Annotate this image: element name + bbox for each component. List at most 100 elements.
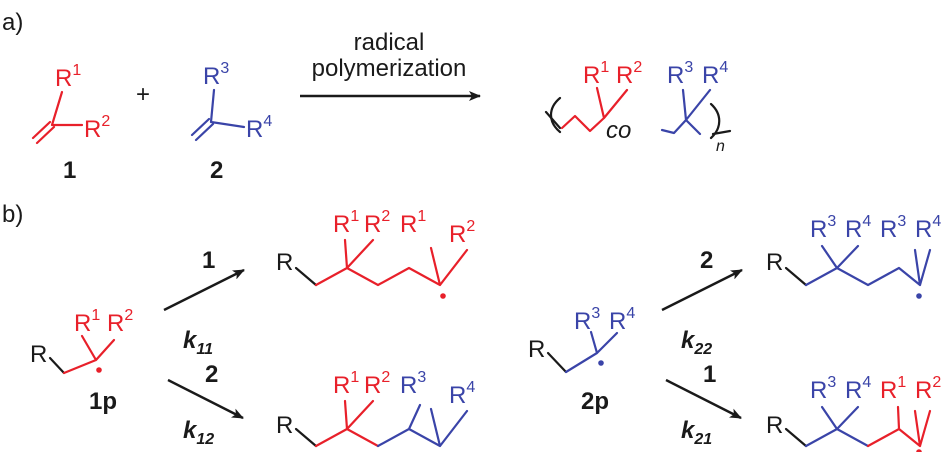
product-21-red-bonds — [866, 405, 932, 448]
product-12-label-2: R2 — [364, 369, 390, 399]
arrow-k12-line — [167, 378, 244, 420]
arrow-k12-monomer: 2 — [205, 361, 218, 388]
arrow-k11-line — [163, 268, 245, 312]
arrow-k21-rate: k21 — [681, 417, 712, 448]
product-22: R R3 R4 R3 R4 — [766, 213, 941, 299]
radical-1p: R R1 R2 1p — [30, 307, 133, 415]
monomer-1-number: 1 — [63, 157, 76, 184]
monomer-1-r1: R1 — [55, 62, 81, 92]
radical-2p-blue-bonds — [564, 330, 619, 374]
monomer-1: R1 R2 1 — [31, 62, 110, 184]
repeat-n: n — [716, 138, 725, 155]
product-21: R R3 R4 R1 R2 — [766, 374, 941, 452]
product-22-blue-bonds — [804, 244, 932, 287]
product-r2: R2 — [616, 59, 642, 89]
co-label: co — [606, 117, 631, 144]
bracket-left — [549, 96, 562, 134]
radical-1p-dot — [96, 367, 102, 373]
monomer-2-r4: R4 — [246, 113, 272, 143]
monomer-2-number: 2 — [210, 157, 223, 184]
red-segment-bonds — [560, 86, 629, 133]
product-12-label-3: R3 — [400, 369, 426, 399]
product-11: R R1 R2 R1 R2 — [276, 208, 475, 299]
product-11-red-bonds — [314, 238, 469, 287]
product-12-red-bonds — [314, 399, 380, 448]
product-r1: R1 — [583, 59, 609, 89]
product-21-black-bond — [784, 427, 808, 448]
product-12-label-1: R1 — [333, 369, 359, 399]
product-22-label-2: R4 — [845, 213, 871, 243]
product-22-black-bond — [784, 266, 808, 287]
monomer-1-double-bond — [31, 120, 56, 145]
product-12-r: R — [276, 412, 293, 439]
product-11-r: R — [276, 249, 293, 276]
arrow-k22-line — [661, 268, 743, 312]
radical-1p-r1: R1 — [74, 307, 100, 337]
product-12-blue-bonds — [376, 403, 469, 448]
arrow-k12-rate: k12 — [183, 417, 214, 448]
arrow-k22: 2 k22 — [661, 247, 743, 358]
radical-1p-r: R — [30, 341, 47, 368]
radical-2p-name: 2p — [581, 388, 609, 415]
arrow-k11-monomer: 1 — [202, 247, 215, 274]
product-21-label-1: R3 — [810, 374, 836, 404]
product-21-label-4: R2 — [915, 374, 941, 404]
end-bond-right — [711, 129, 732, 136]
product-22-label-3: R3 — [880, 213, 906, 243]
radical-2p-dot — [598, 360, 604, 366]
product-22-label-1: R3 — [810, 213, 836, 243]
product-11-label-2: R2 — [364, 208, 390, 238]
panel-b-label: b) — [2, 201, 23, 228]
product-11-dot — [440, 293, 446, 299]
radical-2p: R R3 R4 2p — [528, 305, 635, 415]
polymerization-arrow: radical polymerization — [300, 29, 481, 101]
arrow-k21: 1 k21 — [665, 361, 742, 448]
product-12-label-4: R4 — [449, 379, 475, 409]
product-21-label-2: R4 — [845, 374, 871, 404]
copolymer-product: co n R1 R2 R3 R4 — [544, 59, 732, 155]
product-22-r: R — [766, 249, 783, 276]
arrow-k22-monomer: 2 — [700, 247, 713, 274]
radical-1p-r2: R2 — [107, 307, 133, 337]
radical-1p-name: 1p — [89, 388, 117, 415]
monomer-2-bonds — [209, 88, 246, 129]
product-22-label-4: R4 — [915, 213, 941, 243]
product-11-label-3: R1 — [400, 208, 426, 238]
product-12-black-bond — [294, 427, 318, 448]
product-21-dot — [916, 449, 922, 452]
arrow-k12: 2 k12 — [167, 361, 244, 448]
radical-1p-black-bond — [48, 356, 66, 375]
product-11-label-1: R1 — [333, 208, 359, 238]
plus-sign: + — [136, 81, 150, 108]
end-bond-left — [544, 110, 562, 130]
radical-2p-r3: R3 — [574, 305, 600, 335]
product-r4: R4 — [702, 59, 728, 89]
product-11-label-4: R2 — [449, 218, 475, 248]
blue-segment-bonds — [660, 88, 712, 136]
product-21-blue-bonds — [804, 405, 870, 448]
product-12: R R1 R2 R3 R4 — [276, 369, 475, 448]
monomer-2-double-bond — [190, 117, 215, 142]
product-21-label-3: R1 — [880, 374, 906, 404]
product-22-dot — [916, 293, 922, 299]
arrow-k11: 1 k11 — [163, 247, 245, 358]
arrow-k22-rate: k22 — [681, 327, 712, 358]
monomer-1-r2: R2 — [84, 113, 110, 143]
monomer-2: R3 R4 2 — [190, 60, 272, 184]
arrow-label-polymerization: polymerization — [312, 55, 467, 82]
monomer-1-bonds — [50, 90, 84, 127]
arrow-k21-monomer: 1 — [703, 361, 716, 388]
radical-1p-red-bonds — [62, 334, 116, 375]
product-r3: R3 — [667, 59, 693, 89]
arrow-k21-line — [665, 378, 742, 420]
product-11-black-bond — [294, 266, 318, 287]
radical-2p-black-bond — [546, 351, 568, 374]
arrow-label-radical: radical — [354, 29, 425, 56]
bracket-right — [709, 102, 721, 140]
radical-2p-r4: R4 — [609, 305, 635, 335]
product-21-r: R — [766, 412, 783, 439]
monomer-2-r3: R3 — [203, 60, 229, 90]
arrow-k11-rate: k11 — [183, 327, 213, 358]
panel-a-label: a) — [2, 9, 23, 36]
